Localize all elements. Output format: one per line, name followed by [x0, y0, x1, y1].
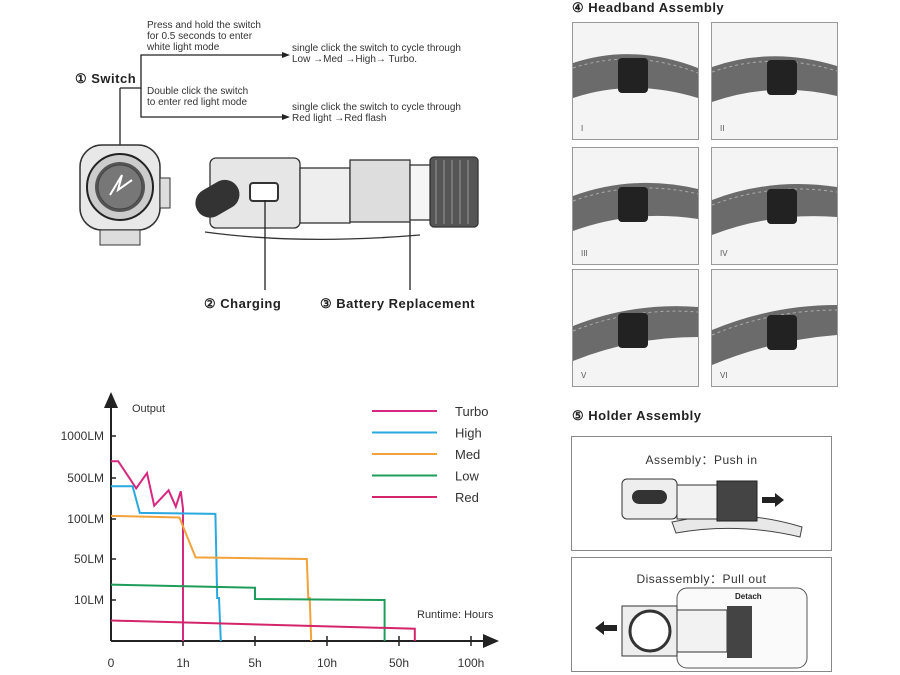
headband-step-2: II [711, 22, 838, 140]
double-instruction: Double click the switch to enter red lig… [147, 86, 248, 108]
assembly-illustration [621, 478, 803, 538]
y-tick-label: 1000LM [61, 429, 104, 443]
headband-photo [573, 182, 698, 231]
x-axis-arrow-icon [483, 634, 499, 648]
white-cycle-line: single click the switch to cycle through [292, 43, 461, 54]
detach-label: Detach [735, 592, 762, 601]
y-axis-arrow-icon [104, 392, 118, 408]
white-cycle-line: Low →Med →High→ Turbo. [292, 54, 418, 65]
assembly-caption: Assembly：Push in [645, 453, 758, 467]
headband-title: ④ Headband Assembly [572, 0, 725, 15]
headlamp-front-view [79, 144, 171, 246]
series-line-high [111, 485, 222, 642]
legend-label: Low [455, 469, 479, 484]
step-numeral: VI [720, 371, 728, 380]
hold-line: Press and hold the switch [147, 20, 261, 31]
y-axis-label: Output [132, 403, 165, 415]
headband-step-3: III [572, 147, 699, 265]
hold-line: white light mode [147, 42, 220, 53]
headband-step-6: VI [711, 269, 838, 387]
x-tick-label: 50h [389, 656, 409, 670]
headband-photo [573, 54, 698, 98]
legend-label: Turbo [455, 404, 488, 419]
y-tick-label: 50LM [74, 552, 104, 566]
headband-photo [573, 306, 698, 361]
step-numeral: III [581, 249, 588, 258]
battery-replacement-label: ③ Battery Replacement [320, 296, 476, 311]
arrow-icon [282, 52, 290, 58]
headband-photo [712, 183, 837, 235]
white-cycle-text: single click the switch to cycle through… [292, 43, 461, 65]
headband-step-4: IV [711, 147, 838, 265]
x-tick-label: 10h [317, 656, 337, 670]
legend-label: High [455, 426, 482, 441]
disassembly-caption: Disassembly：Pull out [636, 572, 767, 586]
x-tick-label: 0 [108, 656, 115, 670]
x-axis-label: Runtime: Hours [417, 609, 494, 621]
series-line-med [110, 514, 313, 642]
headlamp-diagram [79, 52, 479, 290]
headband-step-1: I [572, 22, 699, 140]
x-tick-label: 1h [176, 656, 189, 670]
red-cycle-text: single click the switch to cycle through… [292, 102, 461, 124]
legend-label: Red [455, 490, 479, 505]
holder-title: ⑤ Holder Assembly [572, 408, 702, 423]
red-cycle-line: single click the switch to cycle through [292, 102, 461, 113]
y-tick-label: 500LM [67, 471, 104, 485]
series-line-red [110, 619, 416, 641]
headband-photo [712, 305, 837, 365]
push-arrow-icon [762, 493, 784, 507]
series-line-turbo [111, 460, 184, 641]
hold-line: for 0.5 seconds to enter [147, 31, 253, 42]
headlamp-side-view [195, 156, 479, 240]
disassembly-panel: Disassembly：Pull out Detach [571, 557, 832, 672]
headband-photo [712, 56, 837, 102]
red-cycle-line: Red light →Red flash [292, 113, 387, 124]
assembly-panel: Assembly：Push in [571, 436, 832, 551]
disassembly-illustration [595, 587, 808, 669]
y-tick-label: 10LM [74, 593, 104, 607]
step-numeral: I [581, 124, 584, 133]
step-numeral: V [581, 371, 587, 380]
y-tick-label: 100LM [67, 512, 104, 526]
switch-title: ① Switch [75, 71, 137, 86]
arrow-icon [282, 114, 290, 120]
series-line-low [110, 583, 386, 641]
headband-step-5: V [572, 269, 699, 387]
hold-instruction: Press and hold the switch for 0.5 second… [147, 20, 261, 53]
step-numeral: II [720, 124, 725, 133]
x-tick-label: 5h [248, 656, 261, 670]
pull-arrow-icon [595, 621, 617, 635]
double-line: Double click the switch [147, 86, 249, 97]
legend-label: Med [455, 447, 480, 462]
double-line: to enter red light mode [147, 97, 248, 108]
x-tick-label: 100h [458, 656, 485, 670]
step-numeral: IV [720, 249, 728, 258]
charging-label: ② Charging [204, 296, 282, 311]
